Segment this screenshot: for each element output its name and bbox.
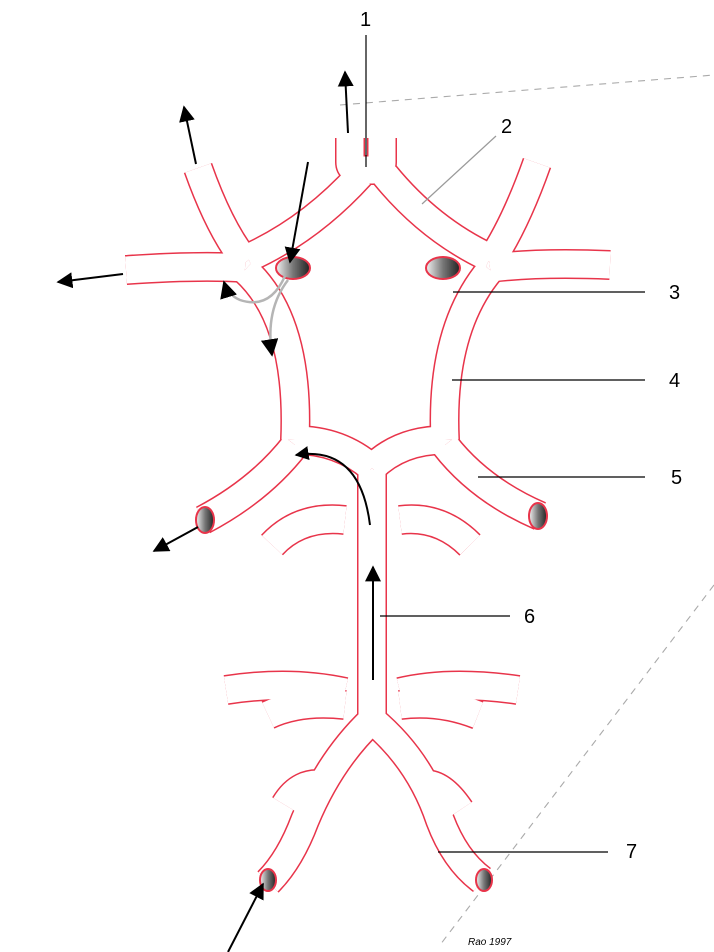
label-2: 2: [501, 116, 512, 138]
label-1: 1: [360, 9, 371, 31]
arrow-lower-left-out: [152, 526, 199, 552]
grey-flow-arrow: [220, 275, 287, 304]
vessel-cut-end-right-bottom: [475, 868, 493, 892]
vessel-cut-end-left-lower: [195, 506, 215, 534]
callout-labels: 1 2 3 4 5 6 7: [360, 9, 682, 863]
label-3: 3: [669, 282, 680, 304]
vessel-network: [124, 138, 611, 893]
arrow-left-branch: [56, 272, 124, 289]
vessel-cut-end-left-inner: [275, 256, 311, 280]
vessel-cut-end-left-bottom: [259, 868, 277, 892]
vessel-cut-end-right-inner: [425, 256, 461, 280]
grey-flow-arrow-down: [260, 279, 289, 357]
author-credit: Rao 1997: [468, 937, 512, 948]
label-5: 5: [671, 467, 682, 489]
flow-arrows: [56, 70, 381, 952]
arrow-curve-posterior: [294, 446, 371, 526]
leader-2: [421, 135, 497, 205]
arrow-bottom-left-in: [227, 882, 264, 952]
arrow-up-left: [179, 105, 197, 165]
label-7: 7: [626, 841, 637, 863]
vessel-cut-end-right-lower: [528, 502, 548, 530]
arrow-into-inner-left: [284, 161, 309, 264]
arrow-up-top: [337, 70, 354, 134]
leader-lines: [365, 35, 645, 853]
label-6: 6: [524, 606, 535, 628]
label-4: 4: [669, 370, 680, 392]
